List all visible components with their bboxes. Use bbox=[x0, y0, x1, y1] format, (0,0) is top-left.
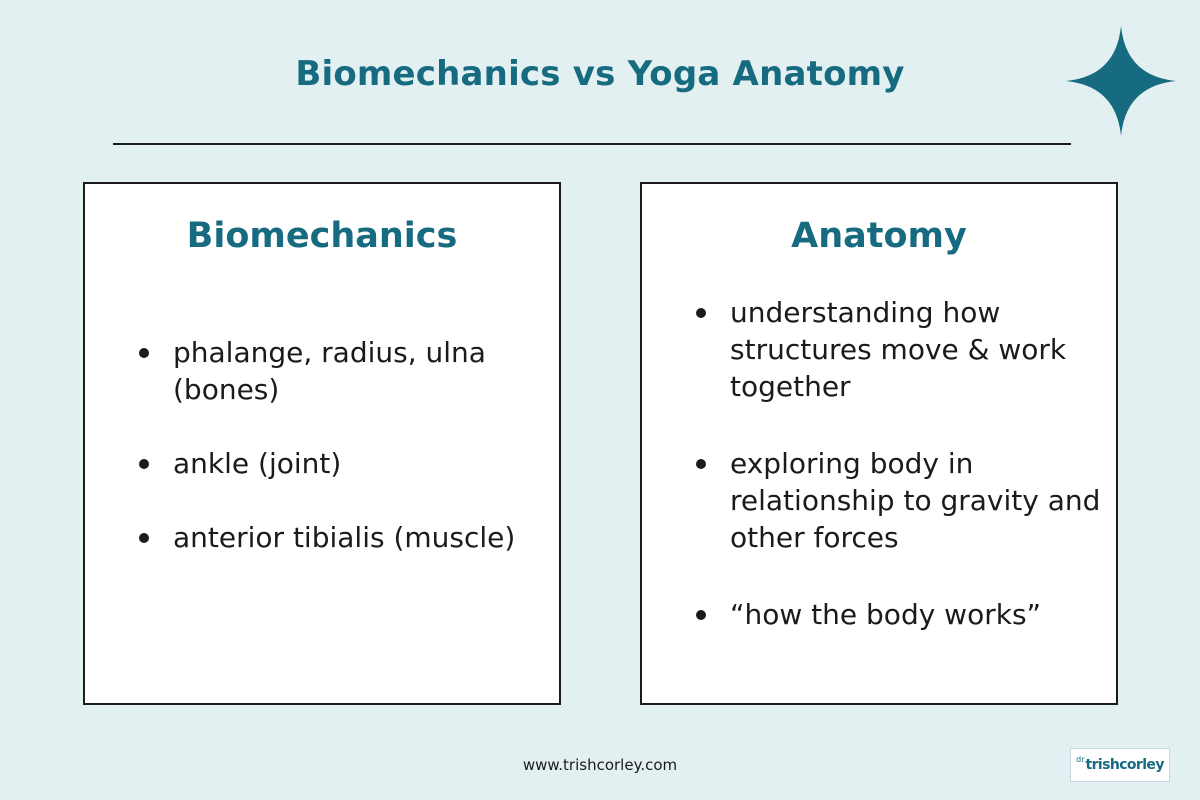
four-point-star-icon bbox=[1066, 26, 1176, 136]
anatomy-heading: Anatomy bbox=[791, 216, 967, 256]
bullet-icon bbox=[696, 308, 706, 318]
bullet-icon bbox=[139, 459, 149, 469]
logo-prefix: dr bbox=[1076, 755, 1085, 764]
biomechanics-heading: Biomechanics bbox=[186, 216, 458, 256]
list-item: understanding how structures move & work… bbox=[696, 294, 1108, 405]
list-item-text: exploring body in relationship to gravit… bbox=[730, 447, 1101, 554]
logo-name: trishcorley bbox=[1085, 757, 1165, 773]
list-item: phalange, radius, ulna (bones) bbox=[139, 334, 549, 408]
list-item-text: “how the body works” bbox=[730, 598, 1042, 631]
bullet-icon bbox=[139, 348, 149, 358]
website-url: www.trishcorley.com bbox=[522, 756, 678, 774]
list-item-text: anterior tibialis (muscle) bbox=[173, 521, 516, 554]
list-item-text: phalange, radius, ulna (bones) bbox=[173, 336, 486, 406]
bullet-icon bbox=[139, 533, 149, 543]
bullet-icon bbox=[696, 610, 706, 620]
page-title: Biomechanics vs Yoga Anatomy bbox=[295, 54, 905, 94]
title-divider bbox=[113, 143, 1071, 145]
list-item: “how the body works” bbox=[696, 596, 1108, 633]
list-item: exploring body in relationship to gravit… bbox=[696, 445, 1108, 556]
anatomy-list: understanding how structures move & work… bbox=[696, 294, 1108, 633]
anatomy-card: Anatomy understanding how structures mov… bbox=[640, 182, 1118, 705]
list-item: anterior tibialis (muscle) bbox=[139, 519, 549, 556]
list-item-text: ankle (joint) bbox=[173, 447, 342, 480]
list-item-text: understanding how structures move & work… bbox=[730, 296, 1067, 403]
biomechanics-card: Biomechanics phalange, radius, ulna (bon… bbox=[83, 182, 561, 705]
biomechanics-list: phalange, radius, ulna (bones) ankle (jo… bbox=[139, 334, 549, 556]
list-item: ankle (joint) bbox=[139, 445, 549, 482]
bullet-icon bbox=[696, 459, 706, 469]
brand-logo: dr trishcorley bbox=[1070, 748, 1170, 782]
